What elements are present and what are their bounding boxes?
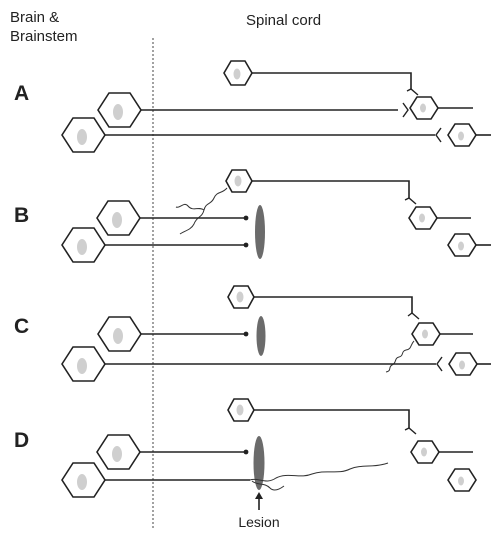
panel-b bbox=[61, 169, 491, 263]
axon-terminal bbox=[243, 331, 249, 337]
panel-label-a: A bbox=[14, 82, 29, 105]
brain-neuron bbox=[96, 200, 141, 236]
synapse bbox=[436, 356, 443, 372]
spinal-motor-neuron bbox=[447, 123, 477, 147]
axon-terminal bbox=[243, 449, 249, 455]
panel-label-b: B bbox=[14, 204, 29, 227]
panel-label-d: D bbox=[14, 429, 29, 452]
spinal-motor-neuron bbox=[408, 206, 438, 230]
lesion bbox=[255, 205, 265, 259]
spinal-motor-neuron bbox=[411, 322, 441, 346]
panel-label-c: C bbox=[14, 315, 29, 338]
spinal-interneuron bbox=[223, 60, 253, 86]
spinal-motor-neuron bbox=[410, 440, 440, 464]
brain-neuron bbox=[61, 117, 106, 153]
panel-a bbox=[61, 60, 491, 153]
axon-sprout bbox=[251, 480, 285, 491]
spinal-motor-neuron bbox=[409, 96, 439, 120]
spinal-motor-neuron bbox=[448, 352, 478, 376]
panel-d: Lesion bbox=[61, 398, 477, 530]
synapse bbox=[404, 427, 417, 435]
spinal-interneuron bbox=[227, 398, 255, 422]
lesion-label: Lesion bbox=[238, 514, 279, 530]
spinal-motor-neuron bbox=[447, 468, 477, 492]
brain-neuron bbox=[97, 92, 142, 128]
spinal-motor-neuron bbox=[447, 233, 477, 257]
synapse bbox=[402, 102, 409, 118]
header-brain-line2: Brainstem bbox=[10, 28, 78, 45]
brain-neuron bbox=[61, 346, 106, 382]
brain-neuron bbox=[61, 227, 106, 263]
axon-sprout bbox=[179, 187, 228, 235]
lesion bbox=[253, 436, 265, 490]
lesion bbox=[256, 316, 266, 356]
spinal-interneuron bbox=[225, 169, 253, 193]
brain-neuron bbox=[61, 462, 106, 498]
header-spinal-cord: Spinal cord bbox=[246, 12, 321, 29]
axon-sprout bbox=[385, 340, 415, 373]
synapse bbox=[435, 127, 442, 143]
synapse bbox=[407, 312, 420, 320]
axon-terminal bbox=[243, 242, 249, 248]
brain-neuron bbox=[97, 316, 142, 352]
synapse bbox=[404, 197, 417, 205]
header-brain-line1: Brain & bbox=[10, 9, 59, 26]
brain-neuron bbox=[96, 434, 141, 470]
synapse bbox=[406, 88, 419, 96]
lesion-arrowhead bbox=[255, 492, 263, 499]
axon-terminal bbox=[243, 215, 249, 221]
spinal-interneuron bbox=[227, 285, 255, 309]
axon-sprout bbox=[175, 203, 205, 211]
panel-c bbox=[61, 285, 491, 382]
regenerating-axon bbox=[249, 462, 389, 482]
